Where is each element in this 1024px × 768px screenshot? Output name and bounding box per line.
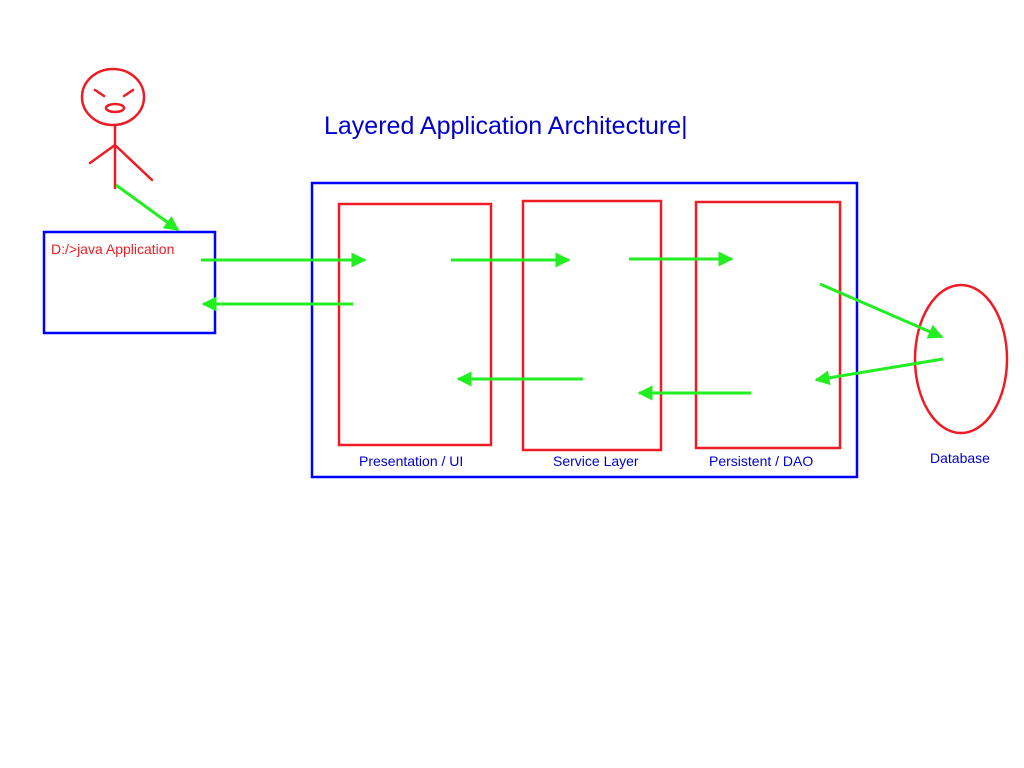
- user-left-eyebrow: [93, 88, 106, 98]
- user-mouth: [104, 102, 126, 114]
- persistent-layer-label: Persistent / DAO: [709, 453, 814, 469]
- arrow-database-to-persistent: [814, 357, 944, 386]
- presentation-layer-label: Presentation / UI: [359, 453, 464, 469]
- stick-figure-user-icon: [80, 67, 154, 190]
- application-container: [310, 181, 859, 479]
- persistent-layer-box: [694, 200, 842, 450]
- user-right-arm: [113, 143, 154, 182]
- database-label: Database: [930, 450, 990, 466]
- service-layer-label: Service Layer: [553, 453, 639, 469]
- client-application-box: [42, 230, 217, 335]
- user-head: [80, 67, 146, 127]
- presentation-layer-box: [337, 202, 493, 447]
- service-layer-box: [521, 199, 663, 452]
- database-shape: [913, 283, 1009, 435]
- client-application-label: D:/>java Application: [51, 241, 175, 257]
- arrow-persistent-to-database: [819, 282, 944, 339]
- user-right-eyebrow: [122, 88, 135, 98]
- diagram-title: Layered Application Architecture|: [324, 112, 688, 140]
- user-left-arm: [88, 143, 117, 165]
- arrow-user-to-client: [115, 183, 180, 232]
